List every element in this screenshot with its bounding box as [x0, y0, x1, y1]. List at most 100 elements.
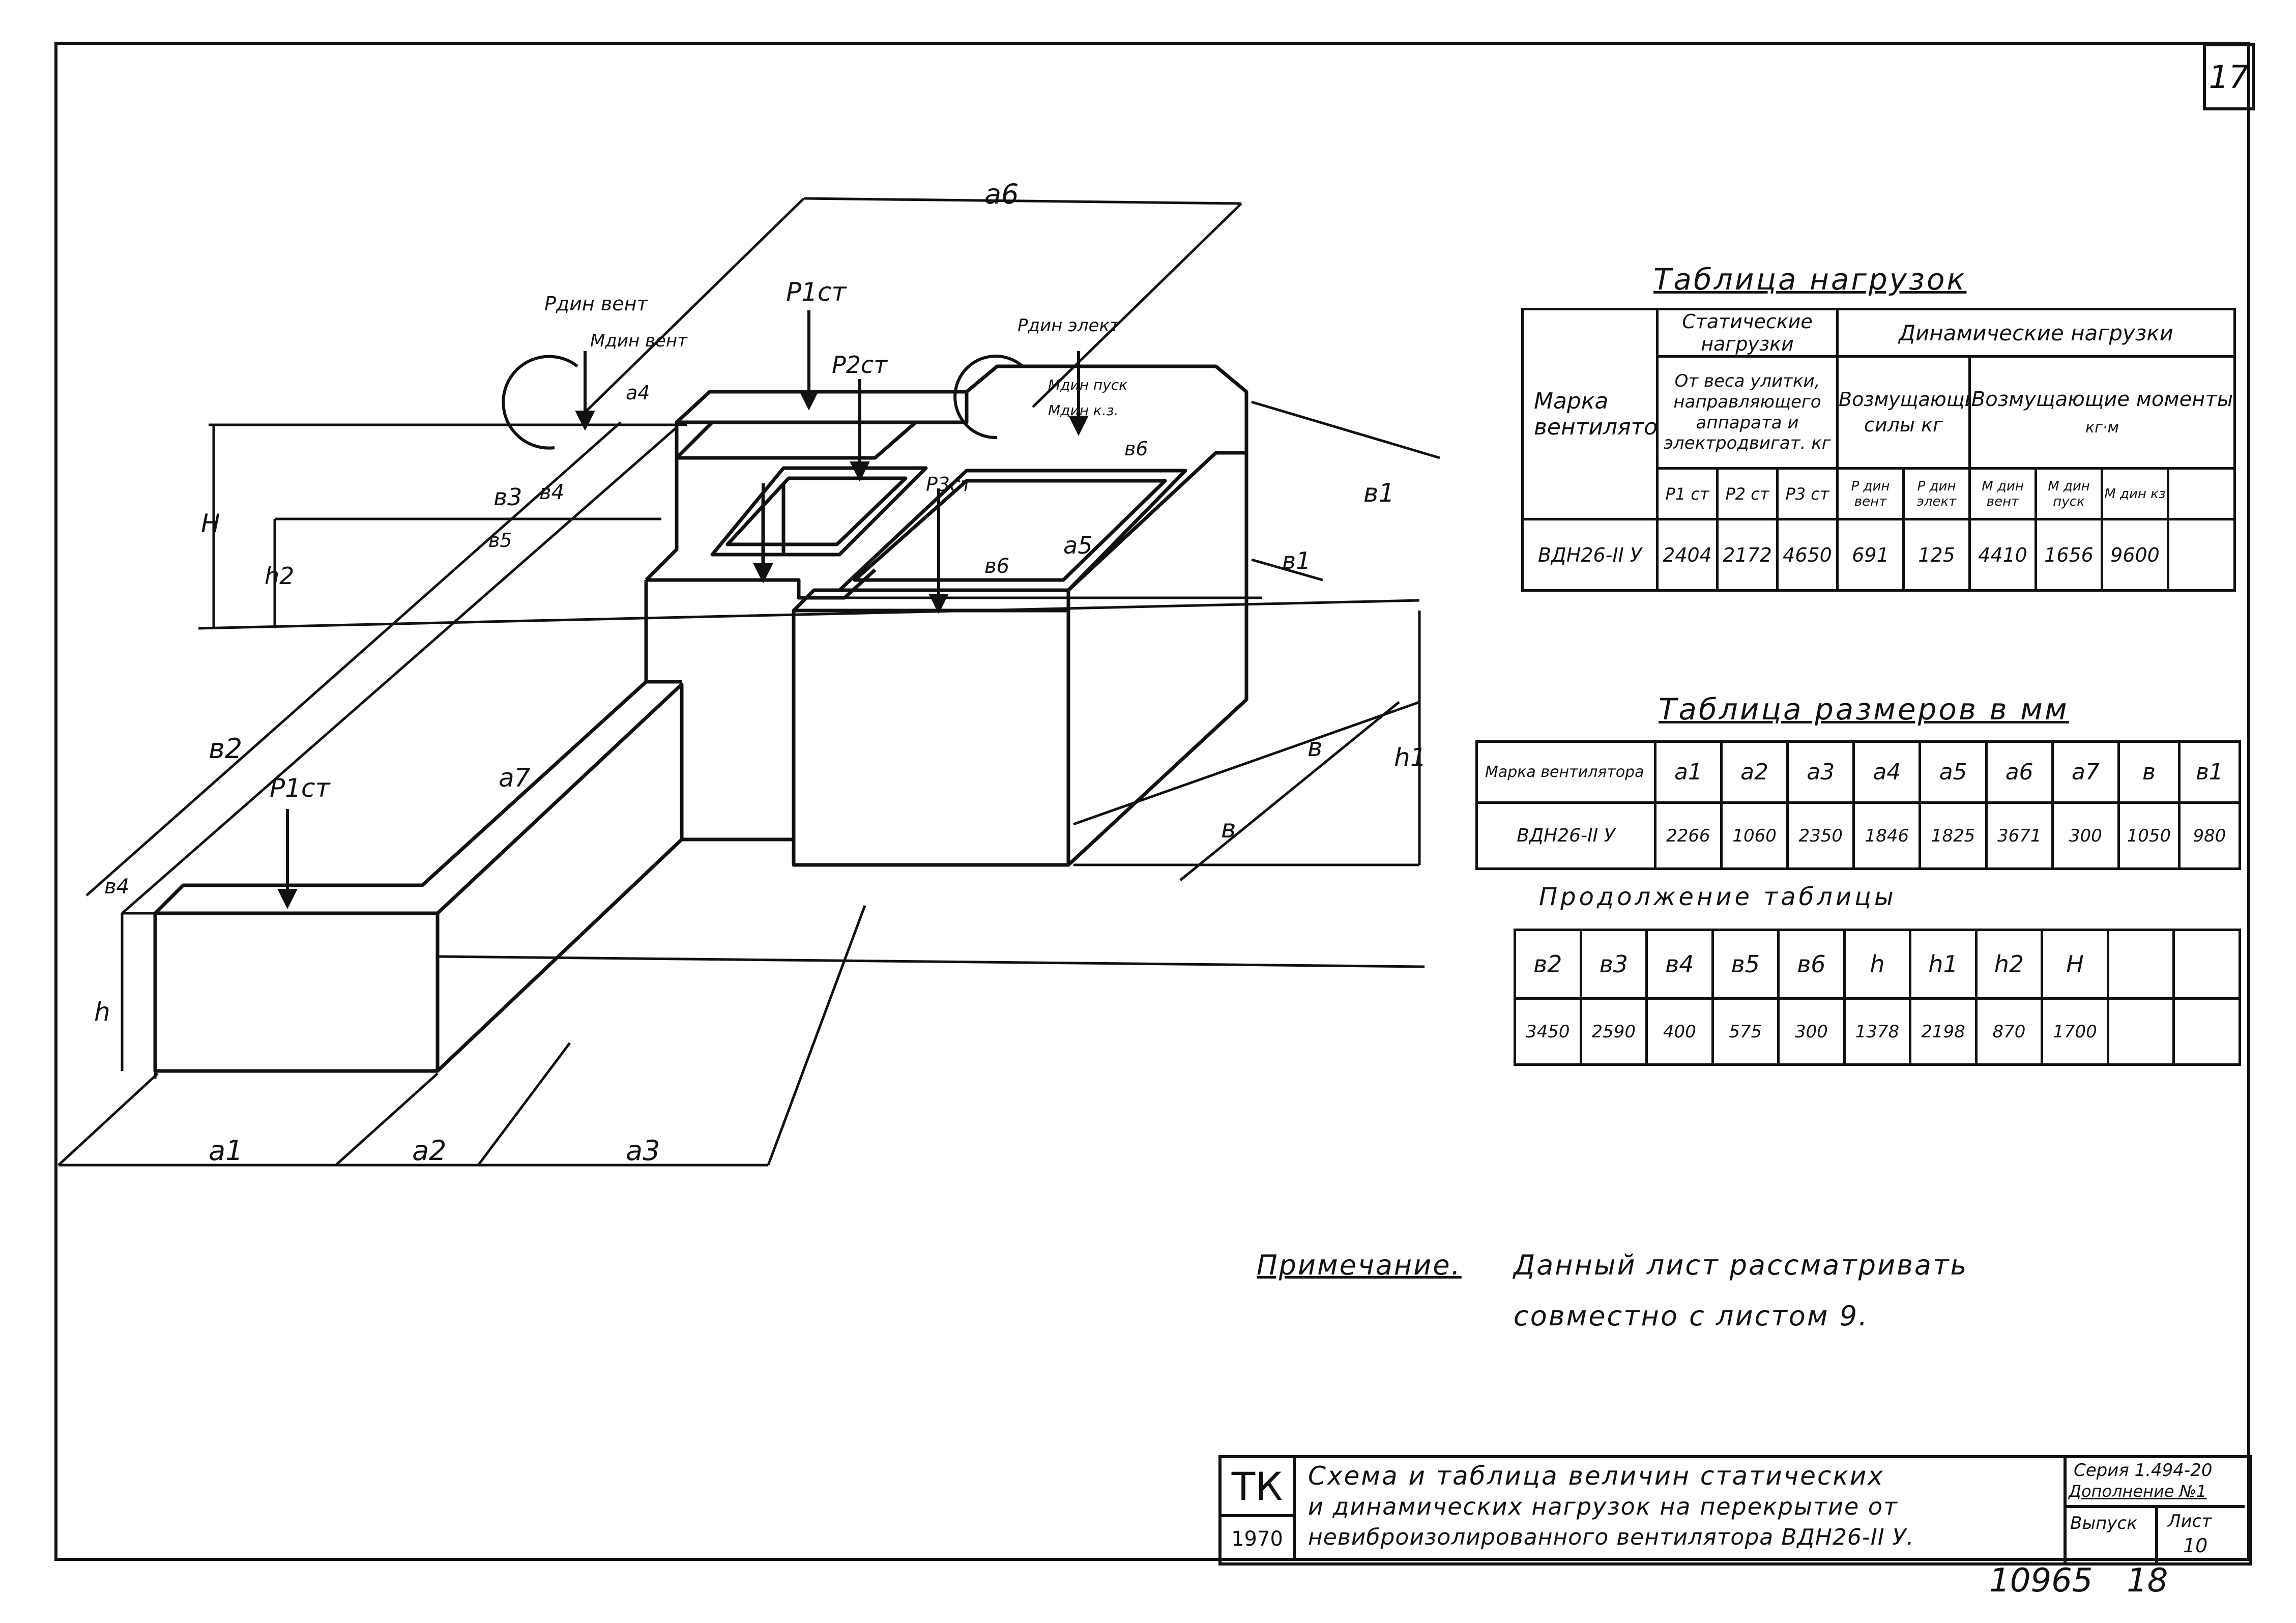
- cont-h-b3: в3: [1579, 929, 1648, 1000]
- cont-val-b4: 400: [1645, 997, 1714, 1066]
- label-mpusk: Mдин пуск: [1048, 376, 1128, 393]
- loads-table-title: Таблица нагрузок: [1653, 262, 1967, 297]
- label-pvent: Pдин вент: [544, 293, 648, 315]
- cont-h-b4: в4: [1645, 929, 1714, 1000]
- label-h2: h2: [265, 562, 295, 590]
- label-b4-front: в4: [104, 875, 130, 899]
- cont-val-blank-2: [2172, 997, 2241, 1066]
- foundation-block-outline: [153, 364, 1248, 1073]
- loads-val-p1: 2404: [1656, 518, 1719, 592]
- loads-val-p2: 2172: [1716, 518, 1779, 592]
- middle-block-outline: [645, 364, 1248, 866]
- sizes-h-b1: в1: [2177, 740, 2242, 804]
- label-a3: a3: [626, 1135, 660, 1167]
- cont-h-b6: в6: [1777, 929, 1846, 1000]
- stamp-desc-3: невиброизолированного вентилятора ВДН26-…: [1308, 1524, 1914, 1550]
- label-h1: h1: [1394, 743, 1427, 772]
- title-block: ТК 1970 Схема и таблица величин статичес…: [1218, 1455, 2252, 1566]
- label-b4: в4: [539, 481, 565, 504]
- moment-arcs: [502, 355, 1024, 450]
- loads-val-mkz: 9600: [2101, 518, 2169, 592]
- label-mvent: Mдин вент: [590, 331, 687, 351]
- loads-h-p2: P2 ст: [1716, 467, 1779, 520]
- stamp-issue-label: Выпуск: [2070, 1513, 2137, 1533]
- loads-h-mkz: M дин кз: [2101, 467, 2169, 520]
- sizes-h-b: в: [2117, 740, 2181, 804]
- opening-2-inner: [853, 479, 1167, 582]
- label-mkz: Mдин к.з.: [1048, 402, 1119, 419]
- sizes-h-a6: a6: [1985, 740, 2054, 804]
- label-b1: в1: [1363, 478, 1395, 508]
- loads-h-blank: [2166, 467, 2236, 520]
- sizes-table: Марка вентилятора a1 a2 a3 a4 a5 a6 a7 в…: [1475, 740, 2242, 870]
- upper-ledge: [677, 392, 969, 424]
- sizes-val-a7: 300: [2051, 801, 2120, 870]
- stamp-sheet-value: 10: [2183, 1534, 2208, 1557]
- label-a2: a2: [412, 1135, 447, 1167]
- note-line-2: совместно с листом 9.: [1514, 1300, 1869, 1332]
- sizes-val-a1: 2266: [1653, 801, 1723, 870]
- label-h: h: [94, 997, 110, 1027]
- loads-val-mpusk: 1656: [2035, 518, 2103, 592]
- loads-h-pvent: P дин вент: [1836, 467, 1905, 520]
- page-number: 17: [2203, 43, 2255, 110]
- continuation-label: Продолжение таблицы: [1539, 883, 1897, 911]
- sheet-frame: [54, 42, 2250, 1561]
- label-b1-lower: в1: [1282, 547, 1311, 574]
- stamp-org: ТК: [1222, 1458, 1296, 1517]
- label-a5: a5: [1063, 532, 1093, 559]
- cont-val-b5: 575: [1711, 997, 1780, 1066]
- loads-group-dynamic: Динамические нагрузки: [1836, 308, 2236, 358]
- sizes-h-a2: a2: [1720, 740, 1789, 804]
- loads-val-blank: [2166, 518, 2236, 592]
- sizes-row-brand: ВДН26-II У: [1475, 801, 1656, 870]
- note-line-1: Данный лист рассматривать: [1514, 1249, 1968, 1281]
- loads-h-p3: P3 ст: [1776, 467, 1839, 520]
- label-H: H: [201, 509, 220, 538]
- sizes-h-a1: a1: [1653, 740, 1723, 804]
- label-a6: a6: [984, 178, 1019, 210]
- inventory-number: 10965: [1989, 1562, 2093, 1600]
- right-block-top-edge: [1067, 451, 1246, 592]
- stamp-year: 1970: [1222, 1517, 1296, 1560]
- label-a4: a4: [626, 382, 650, 404]
- cont-h-b2: в2: [1514, 929, 1582, 1000]
- label-b6-lower: в6: [984, 555, 1010, 578]
- cont-h-h: h: [1843, 929, 1912, 1000]
- right-block-top: [792, 588, 1070, 612]
- cont-val-b2: 3450: [1514, 997, 1582, 1066]
- label-a7: a7: [499, 763, 531, 793]
- right-block-face: [792, 608, 1070, 867]
- label-p2: P2ст: [832, 351, 888, 379]
- cont-val-h1: 2198: [1909, 997, 1978, 1066]
- mid-riser-base: [680, 684, 794, 842]
- opening-1-inner: [725, 476, 908, 546]
- label-a1: a1: [209, 1135, 243, 1167]
- label-b6: в6: [1124, 438, 1148, 460]
- stamp-vline: [2155, 1508, 2158, 1562]
- label-b3: в3: [493, 483, 522, 511]
- label-p1: P1ст: [786, 277, 847, 307]
- cont-h-blank-2: [2172, 929, 2241, 1000]
- sizes-h-a5: a5: [1919, 740, 1988, 804]
- continuation-table: в2 в3 в4 в5 в6 h h1 h2 H 3450 2590 400 5…: [1514, 929, 2241, 1066]
- sizes-h-a4: a4: [1852, 740, 1922, 804]
- cont-h-h2: h2: [1974, 929, 2044, 1000]
- loads-row-brand: ВДН26-II У: [1521, 518, 1659, 592]
- sizes-val-a2: 1060: [1720, 801, 1789, 870]
- stamp-series: Серия 1.494-20: [2074, 1460, 2213, 1481]
- label-b2: в2: [209, 733, 243, 765]
- label-b-upper: в: [1307, 733, 1323, 762]
- cont-val-H: 1700: [2041, 997, 2109, 1066]
- cont-h-h1: h1: [1909, 929, 1978, 1000]
- loads-val-pvent: 691: [1836, 518, 1905, 592]
- sizes-val-a3: 2350: [1786, 801, 1855, 870]
- loads-table: Марка вентилятора Статические нагрузки Д…: [1521, 308, 2236, 592]
- cont-h-b5: в5: [1711, 929, 1780, 1000]
- cont-val-b3: 2590: [1579, 997, 1648, 1066]
- loads-h-p1: P1 ст: [1656, 467, 1719, 520]
- stamp-desc-2: и динамических нагрузок на перекрытие от: [1308, 1493, 1898, 1520]
- front-block-side: [436, 682, 684, 1073]
